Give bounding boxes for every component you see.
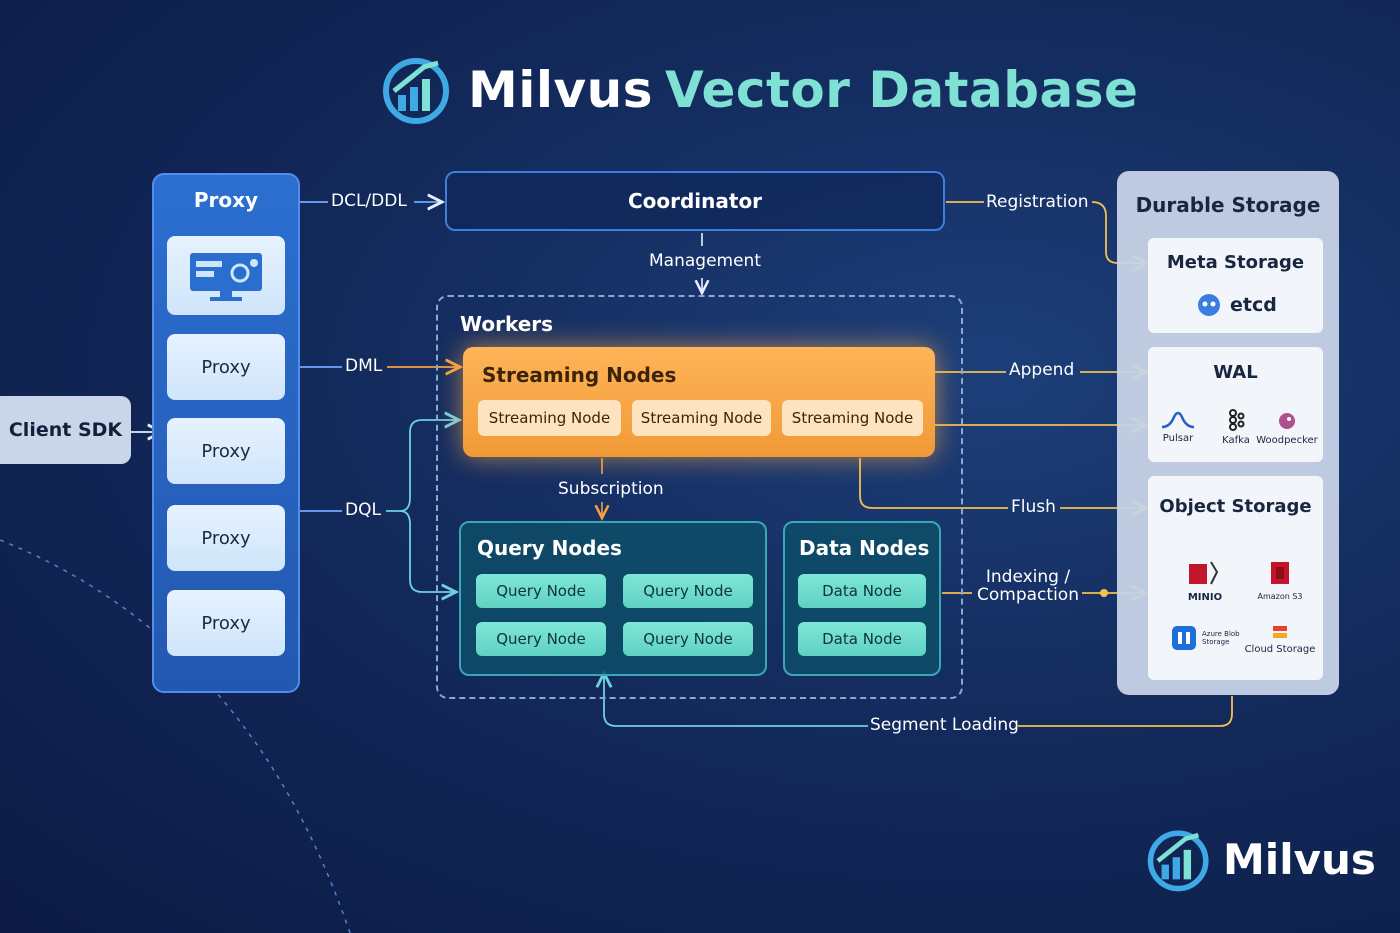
azure-blob-label: Azure Blob Storage [1202, 630, 1240, 646]
meta-storage-label: Meta Storage [1166, 252, 1305, 273]
data-nodes-label: Data Nodes [799, 536, 930, 560]
milvus-logo-icon [383, 58, 449, 124]
workers-group [436, 295, 963, 699]
cloud-storage-label: Cloud Storage [1244, 644, 1316, 655]
edge-label-management: Management [649, 251, 761, 271]
etcd-icon [1198, 294, 1220, 316]
meta-storage[interactable]: Meta Storage etcd [1148, 238, 1323, 333]
data-node[interactable]: Data Node [798, 574, 926, 608]
query-node[interactable]: Query Node [476, 622, 606, 656]
edge-segment-loading [1018, 696, 1233, 727]
edge-label-segment-loading: Segment Loading [870, 715, 1019, 735]
query-nodes-label: Query Nodes [477, 536, 622, 560]
object-storage-label: Object Storage [1159, 496, 1312, 517]
query-node[interactable]: Query Node [623, 622, 753, 656]
edge-label-indexing: Indexing / Compaction [975, 568, 1081, 604]
pulsar-label: Pulsar [1162, 433, 1194, 444]
edge-label-dml: DML [345, 356, 383, 376]
minio-label: MINIO [1187, 592, 1223, 603]
edge-label-append: Append [1009, 360, 1075, 380]
kafka-icon [1229, 409, 1245, 431]
proxy-node[interactable]: Proxy [167, 418, 285, 484]
wal-storage[interactable]: WAL Pulsar Kafka Woodpecker [1148, 347, 1323, 462]
edge-label-indexing-line1: Indexing / [985, 567, 1071, 587]
amazon-s3-label: Amazon S3 [1257, 592, 1303, 601]
durable-storage-label: Durable Storage [1135, 193, 1321, 217]
amazon-s3-icon [1271, 562, 1289, 584]
cloud-storage-icon [1273, 626, 1287, 638]
proxy-node[interactable]: Proxy [167, 590, 285, 656]
brand-logo: Milvus [1145, 822, 1376, 897]
wal-label: WAL [1213, 362, 1258, 383]
query-node[interactable]: Query Node [623, 574, 753, 608]
streaming-node[interactable]: Streaming Node [632, 400, 771, 436]
edge-label-flush: Flush [1011, 497, 1056, 517]
proxy-node[interactable]: Proxy [167, 334, 285, 400]
brand-label: Milvus [1223, 835, 1376, 884]
data-node[interactable]: Data Node [798, 622, 926, 656]
coordinator[interactable]: Coordinator [445, 171, 945, 231]
edge-label-dql: DQL [345, 500, 381, 520]
title-part-2: Vector Database [664, 61, 1139, 119]
woodpecker-icon [1279, 413, 1295, 429]
proxy-heading: Proxy [193, 188, 259, 212]
minio-icon [1189, 561, 1219, 585]
proxy-node[interactable]: Proxy [167, 505, 285, 571]
azure-blob-icon [1172, 626, 1196, 650]
edge-label-subscription: Subscription [558, 479, 664, 499]
kafka-label: Kafka [1222, 435, 1250, 446]
edge-label-dcl: DCL/DDL [331, 191, 407, 211]
edge-flush [859, 458, 1008, 509]
proxy-monitor-tile [167, 236, 285, 315]
page-title: Milvus Vector Database [380, 55, 1138, 125]
pulsar-icon [1161, 411, 1195, 429]
workers-label: Workers [460, 312, 554, 336]
streaming-node[interactable]: Streaming Node [478, 400, 621, 436]
query-node[interactable]: Query Node [476, 574, 606, 608]
edge-label-indexing-line2: Compaction [977, 585, 1079, 605]
title-part-1: Milvus [468, 61, 653, 119]
object-storage[interactable]: Object Storage MINIO Amazon S3 Azure Blo… [1148, 476, 1323, 680]
streaming-nodes-label: Streaming Nodes [482, 363, 677, 387]
etcd-label: etcd [1230, 294, 1277, 316]
edge-label-registration: Registration [986, 192, 1089, 212]
woodpecker-label: Woodpecker [1256, 435, 1318, 446]
milvus-brand-icon [1147, 830, 1209, 891]
streaming-node[interactable]: Streaming Node [782, 400, 923, 436]
client-sdk[interactable]: Client SDK [0, 396, 131, 464]
monitor-gear-icon [190, 252, 262, 301]
